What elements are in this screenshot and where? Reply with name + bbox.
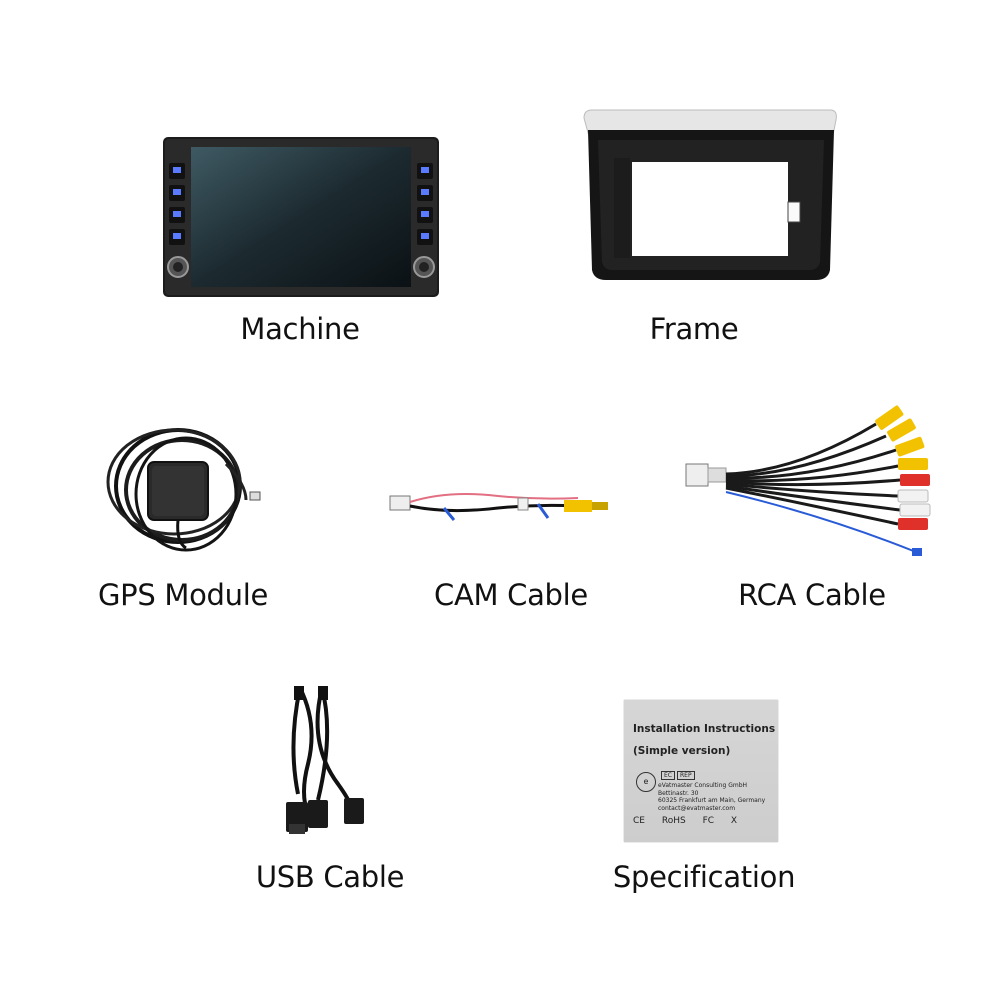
weee-mark: X <box>730 816 738 826</box>
manufacturer-logo-icon: e <box>636 772 656 792</box>
manufacturer-address: eVatmaster Consulting GmbH Bettinastr. 3… <box>658 782 766 812</box>
usb-cable-image <box>286 686 364 834</box>
fc-mark: FC <box>702 816 715 826</box>
rep-label: REP <box>677 771 695 780</box>
certification-marks: CE RoHS FC X <box>633 816 751 826</box>
manual-subtitle: (Simple version) <box>633 745 731 757</box>
gps-module-image <box>106 428 261 552</box>
specification-booklet: Installation Instructions (Simple versio… <box>624 700 778 842</box>
frame-label: Frame <box>649 312 739 346</box>
specification-label: Specification <box>612 860 796 894</box>
rohs-mark: RoHS <box>661 816 686 826</box>
rca-cable-label: RCA Cable <box>738 578 886 612</box>
manual-title: Installation Instructions <box>633 723 776 735</box>
cam-cable-image <box>389 493 608 521</box>
frame-image <box>583 109 837 280</box>
gps-module-label: GPS Module <box>97 578 269 612</box>
machine-image <box>163 137 439 297</box>
usb-cable-label: USB Cable <box>255 860 405 894</box>
ce-mark: CE <box>633 816 645 826</box>
ec-label: EC <box>661 771 675 780</box>
rca-cable-image <box>685 405 931 556</box>
cam-cable-label: CAM Cable <box>434 578 588 612</box>
machine-label: Machine <box>240 312 360 346</box>
